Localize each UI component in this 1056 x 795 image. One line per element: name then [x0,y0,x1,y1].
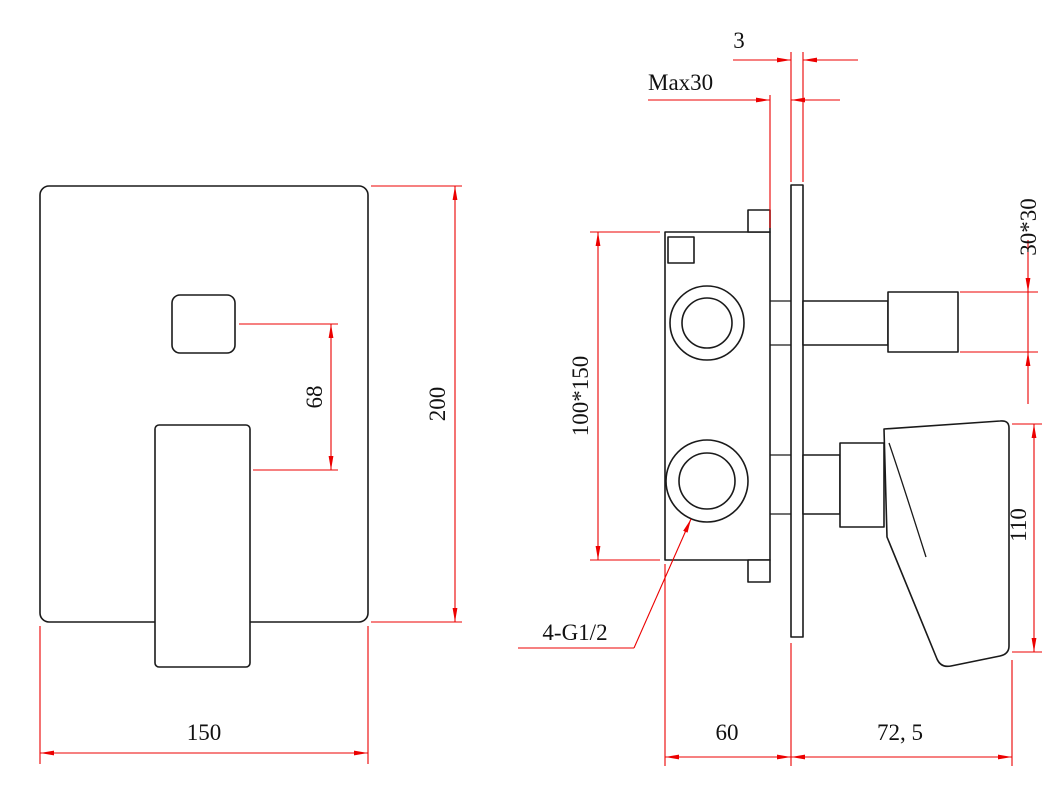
dimension-max-wall-depth: Max30 [648,70,840,228]
dim-label-thread-callout: 4-G1/2 [542,620,607,645]
mounting-tab-top [747,209,771,233]
front-lever-handle [154,424,251,668]
dim-label-button-offset: 68 [302,386,327,409]
dimension-handle-depth-72-5: 72, 5 [791,660,1013,766]
dim-label-handle-height: 110 [1006,508,1031,542]
lever-inner-contour [888,442,927,558]
wall-cover-plate [790,184,804,638]
dimension-handle-height-110: 110 [1006,423,1042,653]
front-dimensions: 200 68 150 [39,185,462,764]
dim-label-spout-section: 30*30 [1016,198,1041,256]
inlet-port-bottom-inner [678,452,736,510]
side-view [664,184,1010,668]
side-dimensions: 3 Max30 30*30 100*150 110 [518,28,1042,766]
dim-label-height: 200 [425,387,450,422]
front-view [39,185,369,668]
valve-body-corner-detail [667,236,695,264]
front-diverter-button [171,294,236,354]
dim-label-handle-depth: 72, 5 [877,720,923,745]
handle-connector [839,442,885,528]
dimension-button-offset-68: 68 [239,323,338,471]
dimension-plate-thickness-3: 3 [733,28,858,182]
dim-label-body-depth: 60 [716,720,739,745]
dimension-spout-section-30x30: 30*30 [960,198,1041,404]
dim-label-body-size: 100*150 [568,356,593,437]
thread-callout-leader: 4-G1/2 [518,518,692,649]
dimension-body-100x150: 100*150 [568,231,660,561]
spout-end [887,291,959,353]
dim-label-width: 150 [187,720,222,745]
inlet-port-top-inner [681,297,733,349]
handle-stem [802,454,841,515]
dimension-width-150: 150 [39,626,369,764]
spout-pipe [802,300,889,346]
mounting-tab-bottom [747,559,771,583]
side-lever-handle [883,420,1010,668]
dim-label-plate-thickness: 3 [733,28,745,53]
wall-pass-through-lines [770,300,791,515]
dimension-body-depth-60: 60 [664,564,792,766]
dimension-height-200: 200 [371,185,462,623]
dim-label-max-wall-depth: Max30 [648,70,713,95]
